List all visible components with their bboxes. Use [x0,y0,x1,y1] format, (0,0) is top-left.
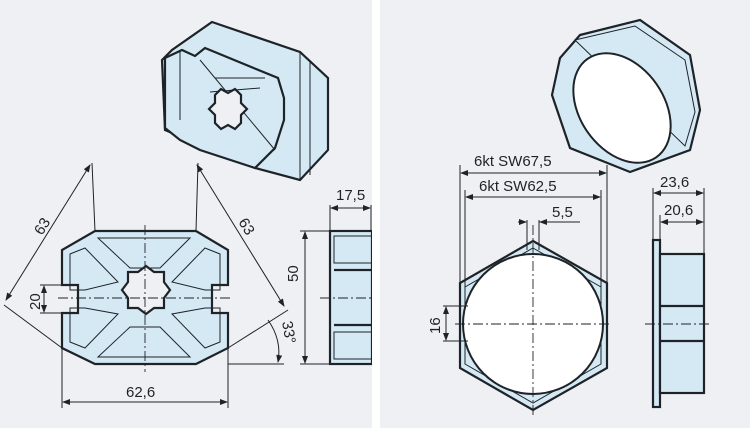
dim-outer-across-flats: 6kt SW67,5 [474,153,552,170]
dim-diag-right: 63 [235,215,258,238]
dim-diag-left: 63 [31,215,54,238]
dim-rib-width: 5,5 [552,204,573,221]
dimension-lines [3,162,372,408]
profile-side-section [320,229,372,366]
dim-width: 62,6 [126,384,155,401]
dim-angle: 33° [278,320,299,345]
dim-groove-height: 20 [27,293,44,310]
octagon-profile-drawing: 63 63 20 62,6 33° 50 17,5 [3,20,372,408]
dim-total-depth: 23,6 [660,174,689,191]
dim-body-depth: 20,6 [664,202,693,219]
hex-adapter-drawing: 6kt SW67,5 6kt SW62,5 5,5 16 23,6 20,6 [427,18,712,415]
right-drawing-panel: 6kt SW67,5 6kt SW62,5 5,5 16 23,6 20,6 [380,0,750,428]
hex-front-view [455,225,610,415]
hex-side-view [645,238,712,409]
dim-height: 50 [285,265,302,282]
dim-depth: 17,5 [336,187,365,204]
isometric-profile-view [160,20,330,182]
dim-inner-across-flats: 6kt SW62,5 [479,178,557,195]
isometric-ring-view [550,18,702,174]
left-drawing-panel: 63 63 20 62,6 33° 50 17,5 [0,0,372,428]
hex-dimension-lines [443,165,705,342]
dim-rib-height: 16 [427,317,444,334]
